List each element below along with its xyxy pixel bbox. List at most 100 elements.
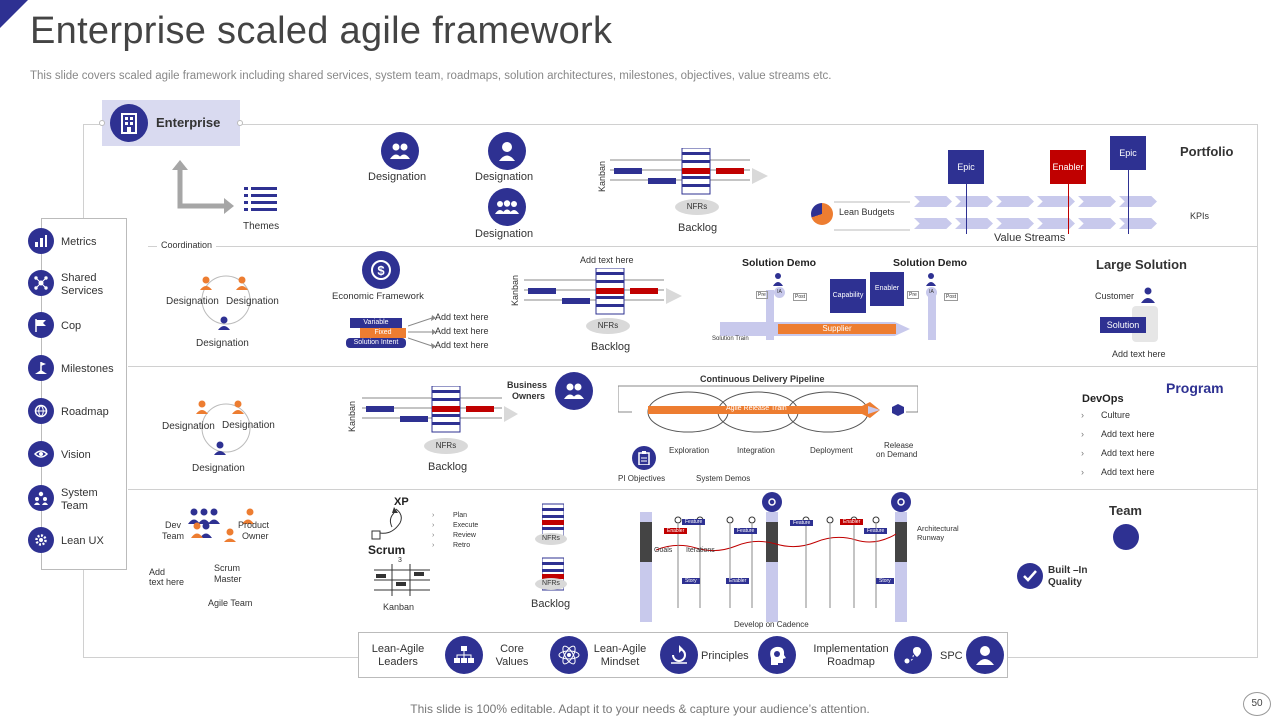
pie-icon	[811, 203, 833, 225]
designation-label: Designation	[196, 338, 249, 349]
sidebar-item-label[interactable]: System	[61, 487, 98, 499]
foundation-item-line: Values	[495, 656, 529, 668]
page-title: Enterprise scaled agile framework	[30, 10, 613, 52]
enabler-box[interactable]: Enabler	[870, 272, 904, 306]
pi-bar	[928, 290, 936, 340]
enabler-tag: Enabler	[664, 528, 688, 534]
post-tag: Post	[944, 293, 959, 301]
sidebar-item-label[interactable]: Team	[61, 500, 88, 512]
scrum-master-label: Master	[214, 574, 242, 584]
solution-demo-label: Solution Demo	[742, 257, 817, 269]
bullet-chevron-icon: ›	[1081, 448, 1084, 458]
built-in-quality-label: Quality	[1048, 577, 1082, 588]
budget-arrows	[834, 201, 910, 231]
epic-line	[966, 184, 967, 234]
foundation-item-line: Lean-Agile	[371, 643, 425, 655]
enterprise-box[interactable]: Enterprise	[102, 100, 240, 146]
sidebar-item-label[interactable]: Roadmap	[61, 406, 109, 418]
foundation-item-label[interactable]: SPC	[940, 650, 963, 662]
connector-dot	[237, 120, 243, 126]
lean-budgets-label: Lean Budgets	[839, 207, 895, 217]
epic-box[interactable]: Epic	[948, 150, 984, 184]
bullet-chevron-icon: ›	[1081, 429, 1084, 439]
sidebar-item-label[interactable]: Services	[61, 285, 104, 297]
built-in-quality-label: Built –In	[1048, 565, 1088, 576]
epic-line	[1128, 170, 1129, 234]
devops-label: DevOps	[1082, 393, 1124, 405]
sidebar-item-label[interactable]: Metrics	[61, 236, 97, 248]
feature-tag: Feature	[734, 528, 758, 534]
sidebar-item-label[interactable]: Vision	[61, 449, 91, 461]
step-chevron-icon: ›	[432, 522, 435, 529]
backlog-label: Backlog	[678, 222, 718, 234]
atom-icon	[550, 636, 588, 674]
add-text-label: Add text here	[435, 340, 489, 350]
foundation-item-label[interactable]: Principles	[701, 650, 749, 662]
route-icon	[894, 636, 932, 674]
backlog-label: Backlog	[591, 341, 631, 353]
designation-label: Designation	[226, 296, 279, 307]
scrum-step: Retro	[453, 542, 471, 549]
economic-framework-label: Economic Framework	[332, 291, 424, 302]
gear-person-icon	[891, 492, 911, 512]
gear-person-icon	[762, 492, 782, 512]
dollar-icon: $	[362, 251, 400, 289]
corner-accent	[0, 0, 28, 28]
solution-box[interactable]: Solution	[1100, 317, 1146, 333]
capability-box[interactable]: Capability	[830, 279, 866, 313]
deployment-label: Deployment	[810, 446, 853, 455]
pi-planning-bar	[895, 522, 907, 562]
enabler-box[interactable]: Enabler	[1050, 150, 1086, 184]
person-orange-icon	[232, 400, 244, 414]
business-owners-label: Business	[507, 380, 548, 390]
nfrs-badge: NFRs	[535, 578, 567, 590]
hierarchy-icon	[445, 636, 483, 674]
kanban-board	[362, 386, 518, 433]
value-stream-chevron	[1078, 218, 1116, 229]
pre-tag: Pre	[756, 291, 768, 299]
nfrs-badge: NFRs	[675, 199, 719, 215]
enabler-line	[1068, 184, 1069, 234]
check-icon	[1017, 563, 1043, 589]
cadence-lines	[656, 516, 896, 608]
flag-icon	[28, 312, 54, 338]
story-tag: Story	[682, 578, 700, 584]
program-section-label: Program	[1166, 380, 1224, 396]
variable-bar: Variable	[350, 318, 402, 328]
product-owner-label: Product	[238, 520, 270, 530]
refresh-icon	[660, 636, 698, 674]
sidebar-item-label[interactable]: Milestones	[61, 363, 114, 375]
value-stream-chevron	[955, 196, 993, 207]
kanban-label: Kanban	[383, 602, 415, 612]
scrum-step: Review	[453, 532, 476, 539]
iterations-label: Iterations	[686, 547, 715, 554]
arrows-icon	[408, 315, 436, 349]
add-text-label: Add text here	[580, 255, 634, 265]
coordination-circle	[201, 403, 251, 453]
sidebar-item-label[interactable]: Lean UX	[61, 535, 104, 547]
architectural-runway-label: Architectural	[917, 524, 959, 533]
milestone-icon	[28, 355, 54, 381]
devops-bullet: Add text here	[1101, 429, 1155, 439]
business-owners-label: Owners	[512, 391, 546, 401]
backlog-label: Backlog	[531, 598, 571, 610]
xp-label: XP	[394, 496, 409, 508]
scrum-step: Plan	[453, 512, 468, 519]
divider-portfolio	[148, 246, 1258, 247]
footer-note: This slide is 100% editable. Adapt it to…	[410, 702, 870, 716]
sidebar-item-label[interactable]: Cop	[61, 320, 82, 332]
epic-box[interactable]: Epic	[1110, 136, 1146, 170]
agile-release-train-label: Agile Release Train	[726, 405, 787, 412]
add-text-label: Add text here	[435, 326, 489, 336]
foundation-item-line: Implementation	[813, 643, 889, 655]
cd-pipeline-label: Continuous Delivery Pipeline	[700, 374, 825, 384]
kanban-board	[524, 268, 682, 315]
pi-planning-bar	[766, 522, 778, 562]
ia-tag: IA	[926, 287, 937, 298]
sidebar-item-label[interactable]: Shared	[61, 272, 97, 284]
kanban-board	[610, 148, 768, 195]
